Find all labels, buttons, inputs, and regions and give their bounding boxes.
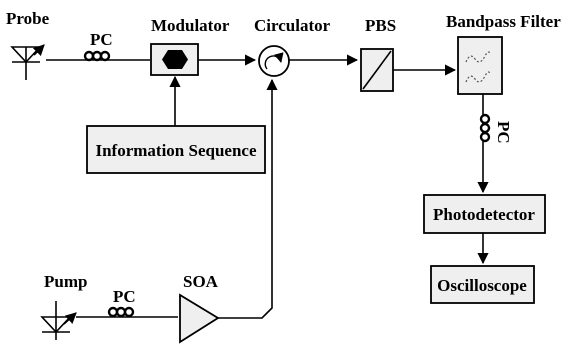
soa-to-circ-arrow xyxy=(218,78,278,319)
information-sequence-box xyxy=(86,125,266,174)
pump-laser-icon xyxy=(40,301,77,340)
probe-laser-icon xyxy=(10,44,45,80)
circulator-icon xyxy=(258,45,290,77)
circulator-label: Circulator xyxy=(254,16,331,35)
bandpass-filter-box xyxy=(457,36,503,95)
photodetector-box xyxy=(423,194,546,234)
pc-top-label: PC xyxy=(90,30,113,49)
photodetector-label: Photodetector xyxy=(433,205,535,224)
modulator-label: Modulator xyxy=(151,16,230,35)
oscilloscope-box xyxy=(430,265,535,304)
pc-right-label: PC xyxy=(494,121,513,144)
pbs-label: PBS xyxy=(365,16,396,35)
soa-amplifier-icon xyxy=(179,293,220,344)
pc-right-icon xyxy=(479,113,491,143)
pbs-diagonal-icon xyxy=(362,50,392,90)
information-sequence-label: Information Sequence xyxy=(95,141,256,160)
pc-bottom-icon xyxy=(107,306,135,318)
pc-top-icon xyxy=(83,50,111,62)
oscilloscope-label: Oscilloscope xyxy=(437,276,527,295)
pump-label: Pump xyxy=(44,272,87,291)
probe-label: Probe xyxy=(6,9,50,28)
bandpass-filter-label: Bandpass Filter xyxy=(446,12,561,31)
hexagon-icon xyxy=(162,50,188,69)
pc-bottom-label: PC xyxy=(113,287,136,306)
soa-label: SOA xyxy=(183,272,219,291)
